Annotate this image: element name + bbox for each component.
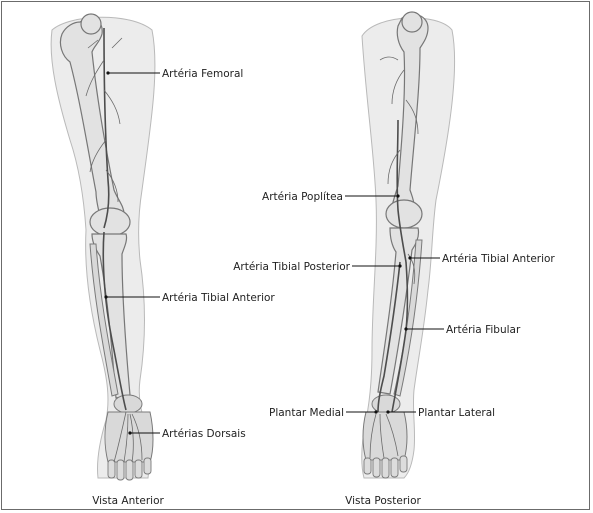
captions: Vista Anterior Vista Posterior xyxy=(92,495,421,507)
label-fibular: Artéria Fibular xyxy=(446,324,521,336)
foot-anterior xyxy=(105,412,153,462)
label-plantar-medial: Plantar Medial xyxy=(269,407,344,419)
foot-posterior xyxy=(363,412,407,460)
caption-anterior: Vista Anterior xyxy=(92,495,164,507)
label-dorsais: Artérias Dorsais xyxy=(162,428,246,440)
label-tibial-anterior-right: Artéria Tibial Anterior xyxy=(442,253,555,265)
label-plantar-lateral: Plantar Lateral xyxy=(418,407,495,419)
anterior-leg xyxy=(51,14,155,480)
caption-posterior: Vista Posterior xyxy=(345,495,421,507)
labels: Artéria Femoral Artéria Tibial Anterior … xyxy=(162,68,555,440)
label-tibial-anterior-left: Artéria Tibial Anterior xyxy=(162,292,275,304)
knee-posterior xyxy=(386,200,422,228)
femoral-head-anterior xyxy=(81,14,101,34)
ankle-anterior xyxy=(114,395,142,413)
femoral-head-posterior xyxy=(402,12,422,32)
label-tibial-posterior: Artéria Tibial Posterior xyxy=(233,261,350,273)
label-femoral: Artéria Femoral xyxy=(162,68,243,80)
label-poplitea: Artéria Poplítea xyxy=(262,191,343,203)
ankle-posterior xyxy=(372,395,400,413)
knee-anterior xyxy=(90,208,130,236)
